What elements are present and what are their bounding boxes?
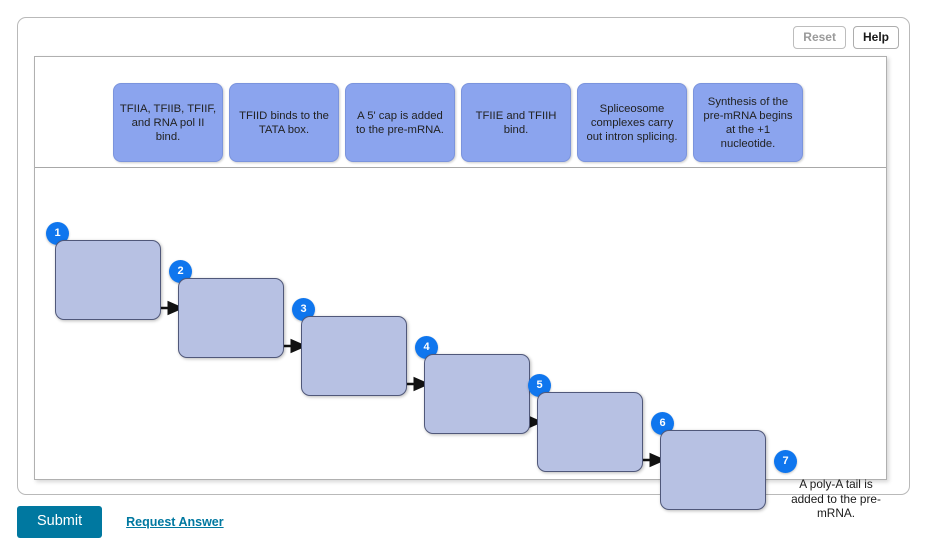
slot-badge-5: 5 [528, 374, 551, 397]
sequence-area: 1 2 3 4 5 6 7 A poly-A tail is added to the pre… [35, 168, 886, 520]
bank-tile-tfiia-tfiib-tfiif[interactable]: TFIIA, TFIIB, TFIIF, and RNA pol II bind… [113, 83, 223, 162]
placed-item-7[interactable]: A poly-A tail is added to the pre-mRNA. [791, 477, 881, 520]
toolbar: Reset Help [793, 26, 899, 49]
slot-badge-2: 2 [169, 260, 192, 283]
slot-badge-4: 4 [415, 336, 438, 359]
drop-slot-5[interactable] [537, 392, 643, 472]
drop-slot-2[interactable] [178, 278, 284, 358]
drop-slot-4[interactable] [424, 354, 530, 434]
slot-badge-1: 1 [46, 222, 69, 245]
drop-slot-3[interactable] [301, 316, 407, 396]
work-panel: TFIIA, TFIIB, TFIIF, and RNA pol II bind… [34, 56, 887, 520]
item-bank: TFIIA, TFIIB, TFIIF, and RNA pol II bind… [35, 57, 886, 168]
slot-badge-3: 3 [292, 298, 315, 321]
submit-button[interactable]: Submit [17, 506, 103, 538]
activity-frame: Reset Help TFIIA, TFIIB, TFIIF, and RNA … [17, 17, 910, 520]
footer: Submit Request Answer [17, 506, 224, 538]
bank-tile-five-prime-cap[interactable]: A 5' cap is added to the pre-mRNA. [345, 83, 455, 162]
reset-button[interactable]: Reset [793, 26, 846, 49]
slot-badge-6: 6 [651, 412, 674, 435]
bank-tile-spliceosome[interactable]: Spliceosome complexes carry out intron s… [577, 83, 687, 162]
request-answer-link[interactable]: Request Answer [126, 514, 224, 529]
slot-badge-7: 7 [774, 450, 797, 473]
help-button[interactable]: Help [852, 26, 899, 49]
bank-tile-tfiie-tfiih[interactable]: TFIIE and TFIIH bind. [461, 83, 571, 162]
drop-slot-6[interactable] [660, 430, 766, 510]
drop-slot-1[interactable] [55, 240, 161, 320]
bank-tile-synthesis-begins[interactable]: Synthesis of the pre-mRNA begins at the … [693, 83, 803, 162]
bank-tile-tfiid-tata[interactable]: TFIID binds to the TATA box. [229, 83, 339, 162]
